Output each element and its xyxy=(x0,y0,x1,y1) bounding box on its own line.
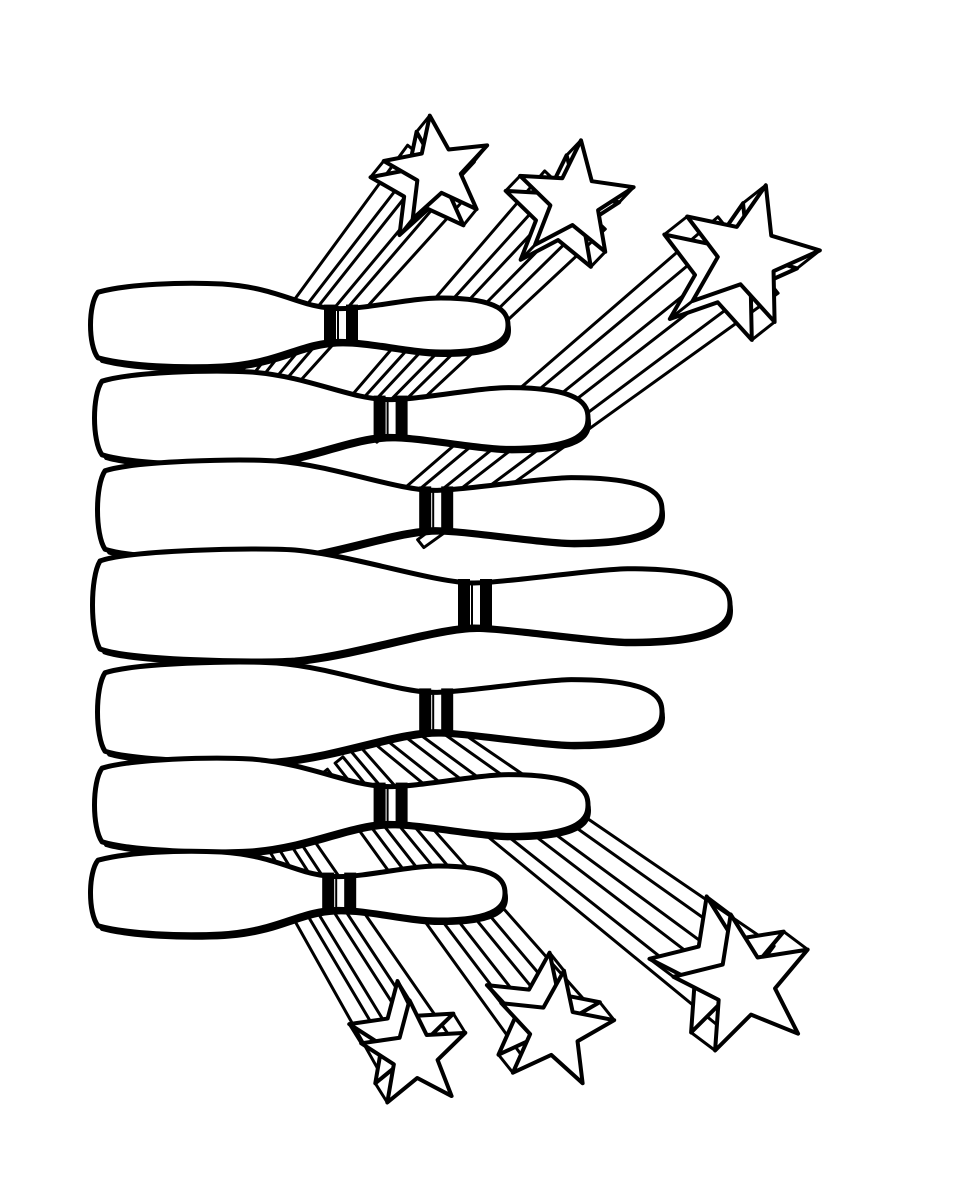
bowling-pin-icon xyxy=(95,659,665,767)
bowling-pin-icon xyxy=(92,368,591,470)
star-edge xyxy=(648,957,675,978)
star-edge xyxy=(452,1012,467,1034)
pin-stripe xyxy=(458,579,470,631)
star-edge xyxy=(690,1031,716,1052)
pin-stripe xyxy=(346,304,358,346)
pin-stripe xyxy=(441,486,454,534)
bowling-pin-icon xyxy=(90,546,733,666)
bowling-pins xyxy=(88,280,733,940)
pin-stripe xyxy=(480,579,492,631)
pin-stripe xyxy=(441,688,454,736)
star-edge xyxy=(663,215,689,236)
pin-stripe xyxy=(344,872,357,914)
bowling-pin-icon xyxy=(92,755,591,857)
star-edge xyxy=(398,217,414,236)
pin-stripe xyxy=(395,782,408,828)
pin-stripe xyxy=(324,304,336,346)
pin-stripe xyxy=(419,688,432,736)
star-edge xyxy=(462,208,478,227)
star-edge xyxy=(519,243,537,261)
shooting-star-icon xyxy=(671,912,810,1053)
pin-stripe xyxy=(419,486,432,534)
star-edge xyxy=(369,160,385,179)
shooting-star-icon xyxy=(359,998,468,1105)
star-edge xyxy=(347,1023,363,1045)
star-edge xyxy=(598,1001,616,1022)
star-edge xyxy=(396,980,411,1002)
shooting-stars xyxy=(347,113,822,1105)
star-edge xyxy=(589,250,607,268)
shooting-star-icon xyxy=(499,968,617,1086)
pin-stripe xyxy=(373,395,386,441)
pin-stripe xyxy=(322,872,335,914)
shooting-star-icon xyxy=(685,183,822,324)
star-edge xyxy=(485,984,503,1005)
shooting-star-icon xyxy=(518,138,636,254)
pin-body xyxy=(88,280,511,370)
star-edge xyxy=(705,895,732,916)
bowling-pin-icon xyxy=(95,457,665,565)
pin-stripe xyxy=(395,395,408,441)
pin-body xyxy=(88,848,508,938)
star-edge xyxy=(374,1082,389,1104)
star-edge xyxy=(548,951,566,972)
pin-stripe xyxy=(373,782,386,828)
star-edge xyxy=(782,930,809,951)
star-edge xyxy=(750,320,776,342)
bowling-pin-icon xyxy=(88,280,511,372)
star-edge xyxy=(497,1053,515,1074)
pin-body xyxy=(92,368,591,468)
bowling-pin-icon xyxy=(88,848,508,940)
star-edge xyxy=(668,299,694,321)
shooting-star-icon xyxy=(381,113,490,221)
star-edge xyxy=(504,174,522,192)
